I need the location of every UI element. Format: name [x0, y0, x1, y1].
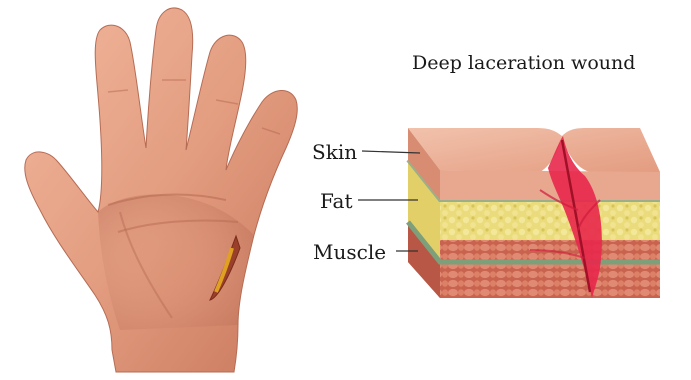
hand-illustration	[25, 8, 298, 372]
tissue-cross-section	[408, 128, 660, 298]
skin-label: Skin	[312, 140, 357, 164]
muscle-label: Muscle	[313, 240, 386, 264]
fat-label: Fat	[320, 189, 352, 213]
diagram-title: Deep laceration wound	[412, 52, 635, 74]
